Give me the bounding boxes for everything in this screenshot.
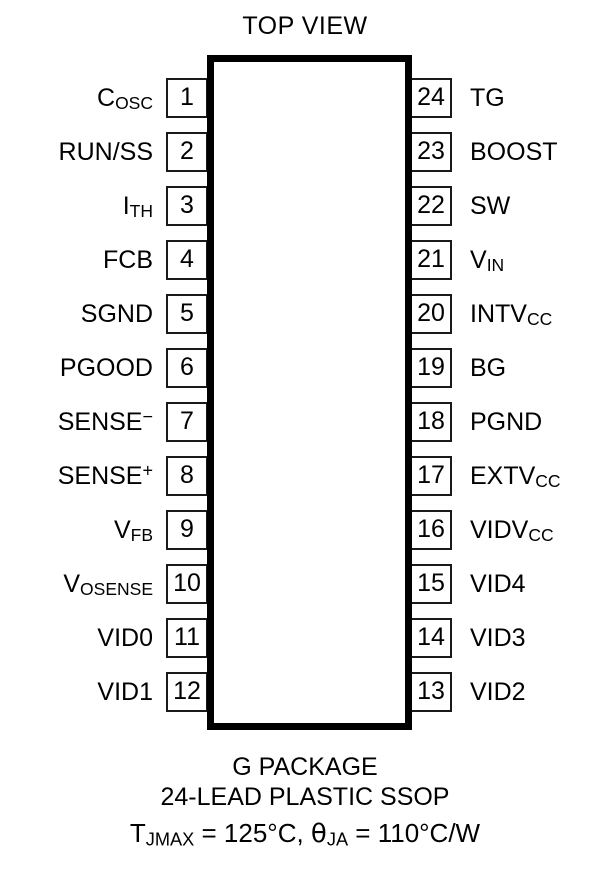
pin-number-box-2: 2 [166, 132, 208, 172]
pin-number-box-17: 17 [410, 456, 452, 496]
pin-number-14: 14 [417, 623, 445, 651]
pin-label-24: TG [470, 84, 505, 112]
thermal-spec: TJMAX = 125°C, θJA = 110°C/W [129, 818, 481, 850]
pin-number-11: 11 [174, 623, 200, 651]
pin-label-22: SW [470, 192, 511, 220]
diagram-title: TOP VIEW [242, 12, 368, 40]
pin-label-21: VIN [470, 246, 505, 276]
pin-label-18: PGND [470, 408, 543, 436]
pin-number-box-5: 5 [166, 294, 208, 334]
pin-label-17: EXTVCC [470, 462, 561, 492]
pin-number-box-16: 16 [410, 510, 452, 550]
pin-number-17: 17 [417, 461, 445, 489]
pin-number-box-1: 1 [166, 78, 208, 118]
pin-number-10: 10 [173, 569, 201, 597]
pin-label-8: SENSE+ [57, 460, 153, 490]
pin-number-22: 22 [417, 191, 445, 219]
pin-number-box-21: 21 [410, 240, 452, 280]
pin-label-10: VOSENSE [63, 570, 153, 600]
pin-number-20: 20 [417, 299, 445, 327]
pin-number-box-7: 7 [166, 402, 208, 442]
pin-number-8: 8 [180, 461, 194, 489]
pin-number-23: 23 [417, 137, 445, 165]
pin-label-3: ITH [122, 192, 153, 222]
pin-label-23: BOOST [470, 138, 558, 166]
pin-number-box-8: 8 [166, 456, 208, 496]
pin-number-box-11: 11 [166, 618, 208, 658]
pin-label-15: VID4 [470, 570, 526, 598]
pin-number-24: 24 [417, 83, 445, 111]
pin-number-box-14: 14 [410, 618, 452, 658]
pin-label-6: PGOOD [59, 354, 153, 382]
pin-label-7: SENSE− [57, 406, 153, 436]
pin-label-2: RUN/SS [58, 138, 153, 166]
pin-number-box-18: 18 [410, 402, 452, 442]
pin-number-19: 19 [417, 353, 445, 381]
pin-number-box-9: 9 [166, 510, 208, 550]
pin-number-13: 13 [417, 677, 445, 705]
package-description: 24-LEAD PLASTIC SSOP [160, 783, 450, 811]
pin-label-20: INTVCC [470, 300, 553, 330]
pin-number-4: 4 [180, 245, 194, 273]
pin-number-box-10: 10 [166, 564, 208, 604]
pin-number-12: 12 [173, 677, 201, 705]
pin-number-box-4: 4 [166, 240, 208, 280]
pin-label-13: VID2 [470, 678, 526, 706]
pin-number-box-13: 13 [410, 672, 452, 712]
pin-number-box-23: 23 [410, 132, 452, 172]
pin-label-5: SGND [80, 300, 153, 328]
pin-label-14: VID3 [470, 624, 526, 652]
pin-label-12: VID1 [97, 678, 153, 706]
pin-label-11: VID0 [97, 624, 153, 652]
pin-number-box-15: 15 [410, 564, 452, 604]
pin-label-9: VFB [113, 516, 153, 546]
pin-number-box-19: 19 [410, 348, 452, 388]
ic-package-body [207, 55, 412, 730]
pin-number-6: 6 [180, 353, 194, 381]
pin-number-box-12: 12 [166, 672, 208, 712]
pin-number-18: 18 [417, 407, 445, 435]
pin-label-19: BG [470, 354, 507, 382]
pin-number-3: 3 [180, 191, 194, 219]
package-name: G PACKAGE [232, 753, 378, 781]
pin-number-box-6: 6 [166, 348, 208, 388]
pin-label-1: COSC [97, 84, 153, 114]
pin-number-21: 21 [417, 245, 445, 273]
pin-number-box-3: 3 [166, 186, 208, 226]
pin-number-box-20: 20 [410, 294, 452, 334]
pin-number-15: 15 [417, 569, 445, 597]
pin-number-7: 7 [180, 407, 194, 435]
pin-number-9: 9 [180, 515, 194, 543]
pin-number-16: 16 [417, 515, 445, 543]
pin-number-2: 2 [180, 137, 194, 165]
pin-number-5: 5 [180, 299, 194, 327]
pin-label-4: FCB [103, 246, 153, 274]
pin-number-box-22: 22 [410, 186, 452, 226]
pin-number-1: 1 [180, 83, 194, 111]
pin-number-box-24: 24 [410, 78, 452, 118]
pin-label-16: VIDVCC [470, 516, 554, 546]
